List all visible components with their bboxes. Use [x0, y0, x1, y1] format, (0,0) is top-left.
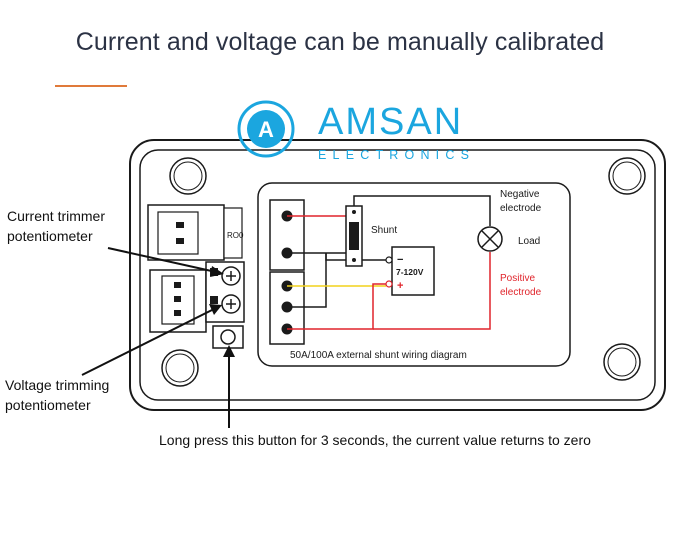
brand-tagline: ELECTRONICS — [318, 148, 475, 162]
voltage-trimmer-callout-1: Voltage trimming — [5, 377, 109, 393]
positive-electrode-label-1: Positive — [500, 273, 535, 284]
brand-name: AMSAN — [318, 101, 463, 143]
voltage-trimmer-callout-2: potentiometer — [5, 397, 91, 413]
negative-electrode-label-2: electrode — [500, 203, 542, 214]
connector-upper: RO0 — [147, 204, 244, 261]
mounting-hole-top-right — [608, 157, 646, 195]
connector-label: RO0 — [227, 231, 244, 240]
current-trimmer-arrow — [107, 247, 224, 277]
load-label: Load — [518, 236, 540, 247]
positive-electrode-label-2: electrode — [500, 287, 542, 298]
current-trimmer-callout-1: Current trimmer — [7, 208, 105, 224]
load-lamp-icon — [477, 226, 503, 252]
current-trimmer-callout-2: potentiometer — [7, 228, 93, 244]
voltage-trimmer-arrow — [81, 304, 222, 376]
page-title: Current and voltage can be manually cali… — [75, 28, 605, 56]
voltage-trimmer-potentiometer[interactable] — [221, 294, 241, 314]
shunt-label: Shunt — [371, 225, 397, 236]
brand-logo-icon — [237, 100, 295, 158]
wiring-caption: 50A/100A external shunt wiring diagram — [290, 350, 467, 361]
title-underline — [55, 85, 127, 87]
wire-red-load — [373, 252, 491, 330]
brand-logo: A AMSAN ELECTRONICS — [237, 100, 475, 162]
zero-button-arrow — [223, 345, 235, 428]
shunt-component — [345, 205, 363, 267]
mounting-hole-bottom-left — [161, 349, 199, 387]
zero-button-callout: Long press this button for 3 seconds, th… — [159, 432, 591, 448]
mounting-hole-bottom-right — [603, 343, 641, 381]
wire-negative — [353, 195, 491, 226]
wire-black-down — [287, 253, 327, 308]
terminal-block-bottom — [269, 271, 305, 345]
wire-red-positive — [287, 283, 386, 330]
plus-sign: + — [397, 280, 403, 292]
brand-logo-letter: A — [258, 117, 274, 142]
minus-sign: − — [397, 254, 403, 266]
negative-electrode-label-1: Negative — [500, 189, 540, 200]
voltage-range-label: 7-120V — [396, 267, 424, 277]
terminal-block-top — [269, 199, 305, 271]
current-trimmer-potentiometer[interactable] — [221, 266, 241, 286]
connector-lower — [149, 269, 207, 333]
device-body-inner — [139, 149, 656, 401]
zero-reset-button[interactable] — [212, 325, 244, 349]
mounting-hole-top-left — [169, 157, 207, 195]
voltage-input-block — [385, 246, 435, 296]
